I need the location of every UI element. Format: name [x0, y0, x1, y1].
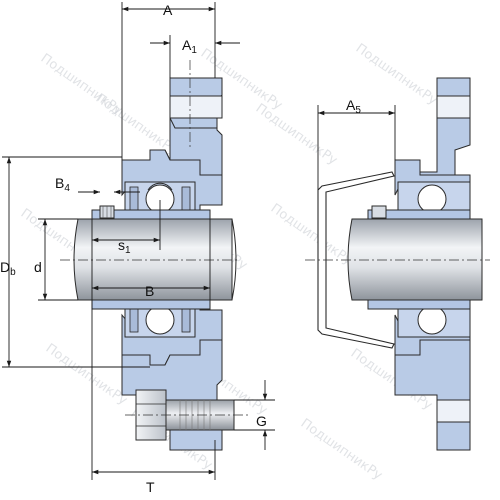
dim-label-B: B: [145, 283, 154, 299]
end-cover: [317, 171, 395, 349]
dim-label-Db: Db: [0, 259, 16, 278]
ball-lower-right: [417, 305, 447, 335]
right-section-view: [305, 77, 490, 451]
dimension-lines: [2, 2, 396, 480]
inner-ring-lower: [91, 299, 211, 310]
ball-lower: [145, 305, 175, 335]
bolt-hole-counterbore: [169, 117, 217, 129]
dim-label-A: A: [163, 2, 173, 18]
grub-screw-right: [371, 205, 387, 219]
dim-label-A5: A5: [346, 97, 361, 116]
left-section-view: [60, 60, 250, 451]
bolt-hole-lower-right: [436, 399, 471, 423]
ball-upper-right: [417, 184, 447, 214]
watermark-text: ПодшипникРу: [43, 341, 130, 408]
watermark-text: ПодшипникРу: [93, 91, 180, 158]
ball-highlight: [147, 182, 173, 191]
seal-lower-right: [181, 306, 191, 333]
watermark-text: ПодшипникРу: [253, 101, 340, 168]
dim-label-s1: s1: [118, 237, 131, 256]
watermark-text: ПодшипникРу: [353, 41, 440, 108]
inner-ring-lower-right: [367, 299, 471, 310]
dim-label-B4: B4: [55, 175, 70, 194]
dim-label-A1: A1: [182, 37, 197, 56]
bolt-hole-upper-right: [436, 95, 471, 119]
dim-label-d: d: [34, 259, 42, 275]
dim-label-T: T: [146, 479, 155, 495]
seal-upper-left: [129, 186, 139, 213]
shaft-right: [347, 218, 483, 301]
watermark-text: ПодшипникРу: [298, 416, 385, 483]
bolt-hole-upper: [169, 95, 223, 119]
dim-label-G: G: [256, 413, 267, 429]
seal-upper-right: [181, 186, 191, 213]
seal-lower-left: [129, 306, 139, 333]
watermark-text: ПодшипникРу: [268, 201, 355, 268]
housing-flange-lower-right: [394, 339, 471, 451]
